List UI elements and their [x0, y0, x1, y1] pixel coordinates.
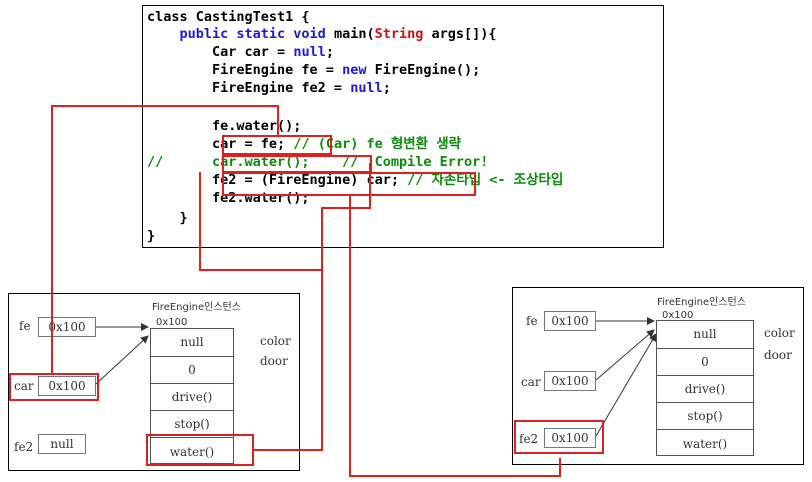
highlight-left-car: [9, 373, 99, 401]
connector-car-water: [254, 163, 371, 451]
connector-fe2-cast: [349, 196, 561, 477]
left-car-pointer: [95, 335, 149, 385]
highlight-car-assign: [222, 135, 332, 155]
right-fe-value: 0x100: [544, 311, 596, 331]
connector-car-water-lower: [199, 172, 323, 434]
connector-car-assign: [51, 105, 279, 373]
right-instance-address: 0x100: [662, 310, 694, 321]
code-line-5: FireEngine fe2 = null;: [147, 80, 391, 96]
right-car-pointer: [595, 329, 655, 381]
right-color-label: color: [764, 326, 795, 340]
left-cell-door: 0: [151, 356, 233, 383]
right-door-label: door: [764, 348, 792, 362]
left-fe2-value: null: [38, 434, 86, 454]
code-line-7: fe.water();: [147, 118, 302, 134]
code-line-1: class CastingTest1 {: [147, 9, 310, 25]
right-cell-door: 0: [657, 348, 753, 375]
left-cell-stop: stop(): [151, 410, 233, 437]
left-cell-water: water(): [151, 437, 233, 465]
code-line-3: Car car = null;: [147, 44, 334, 60]
left-cell-color: null: [180, 335, 204, 349]
right-car-value: 0x100: [544, 371, 596, 391]
left-instance-address: 0x100: [156, 317, 188, 328]
code-line-10: fe2 = (FireEngine) car; // 자손타입 <- 조상타입: [147, 172, 564, 188]
right-cell-stop: stop(): [657, 402, 753, 429]
right-instance-title: FireEngine인스턴스: [657, 297, 746, 308]
right-instance-block: null 0 drive() stop() water(): [656, 320, 754, 456]
left-instance-block: null 0 drive() stop() water(): [150, 328, 234, 464]
left-instance-title: FireEngine인스턴스: [152, 302, 241, 313]
right-fe-label: fe: [526, 314, 538, 328]
left-car-value: 0x100: [38, 376, 96, 396]
left-fe2-label: fe2: [14, 440, 34, 454]
highlight-car-water: [222, 155, 372, 173]
right-car-label: car: [521, 375, 541, 389]
right-fe2-pointer: [595, 333, 657, 437]
code-line-2: public static void main(String args[]){: [179, 26, 497, 42]
left-color-label: color: [260, 334, 291, 348]
code-line-4: FireEngine fe = new FireEngine();: [147, 62, 481, 78]
highlight-fe2-cast: [222, 172, 476, 196]
code-line-9: // car.water(); // Compile Error!: [147, 154, 489, 170]
code-line-12: }: [147, 210, 188, 226]
highlight-right-fe2: [514, 420, 604, 454]
highlight-left-water: [146, 434, 254, 466]
left-car-label: car: [14, 379, 34, 393]
code-line-13: }: [147, 228, 156, 244]
right-cell-drive: drive(): [657, 375, 753, 402]
right-fe2-value: 0x100: [544, 428, 596, 448]
left-cell-drive: drive(): [151, 383, 233, 410]
right-cell-color: null: [693, 327, 717, 341]
code-line-8: car = fe; // (Car) fe 형변환 생략: [147, 136, 462, 152]
right-fe2-label: fe2: [519, 432, 539, 446]
right-cell-water: water(): [657, 429, 753, 457]
left-fe-label: fe: [19, 319, 31, 333]
left-door-label: door: [260, 354, 288, 368]
code-panel: class CastingTest1 { public static void …: [142, 5, 664, 248]
